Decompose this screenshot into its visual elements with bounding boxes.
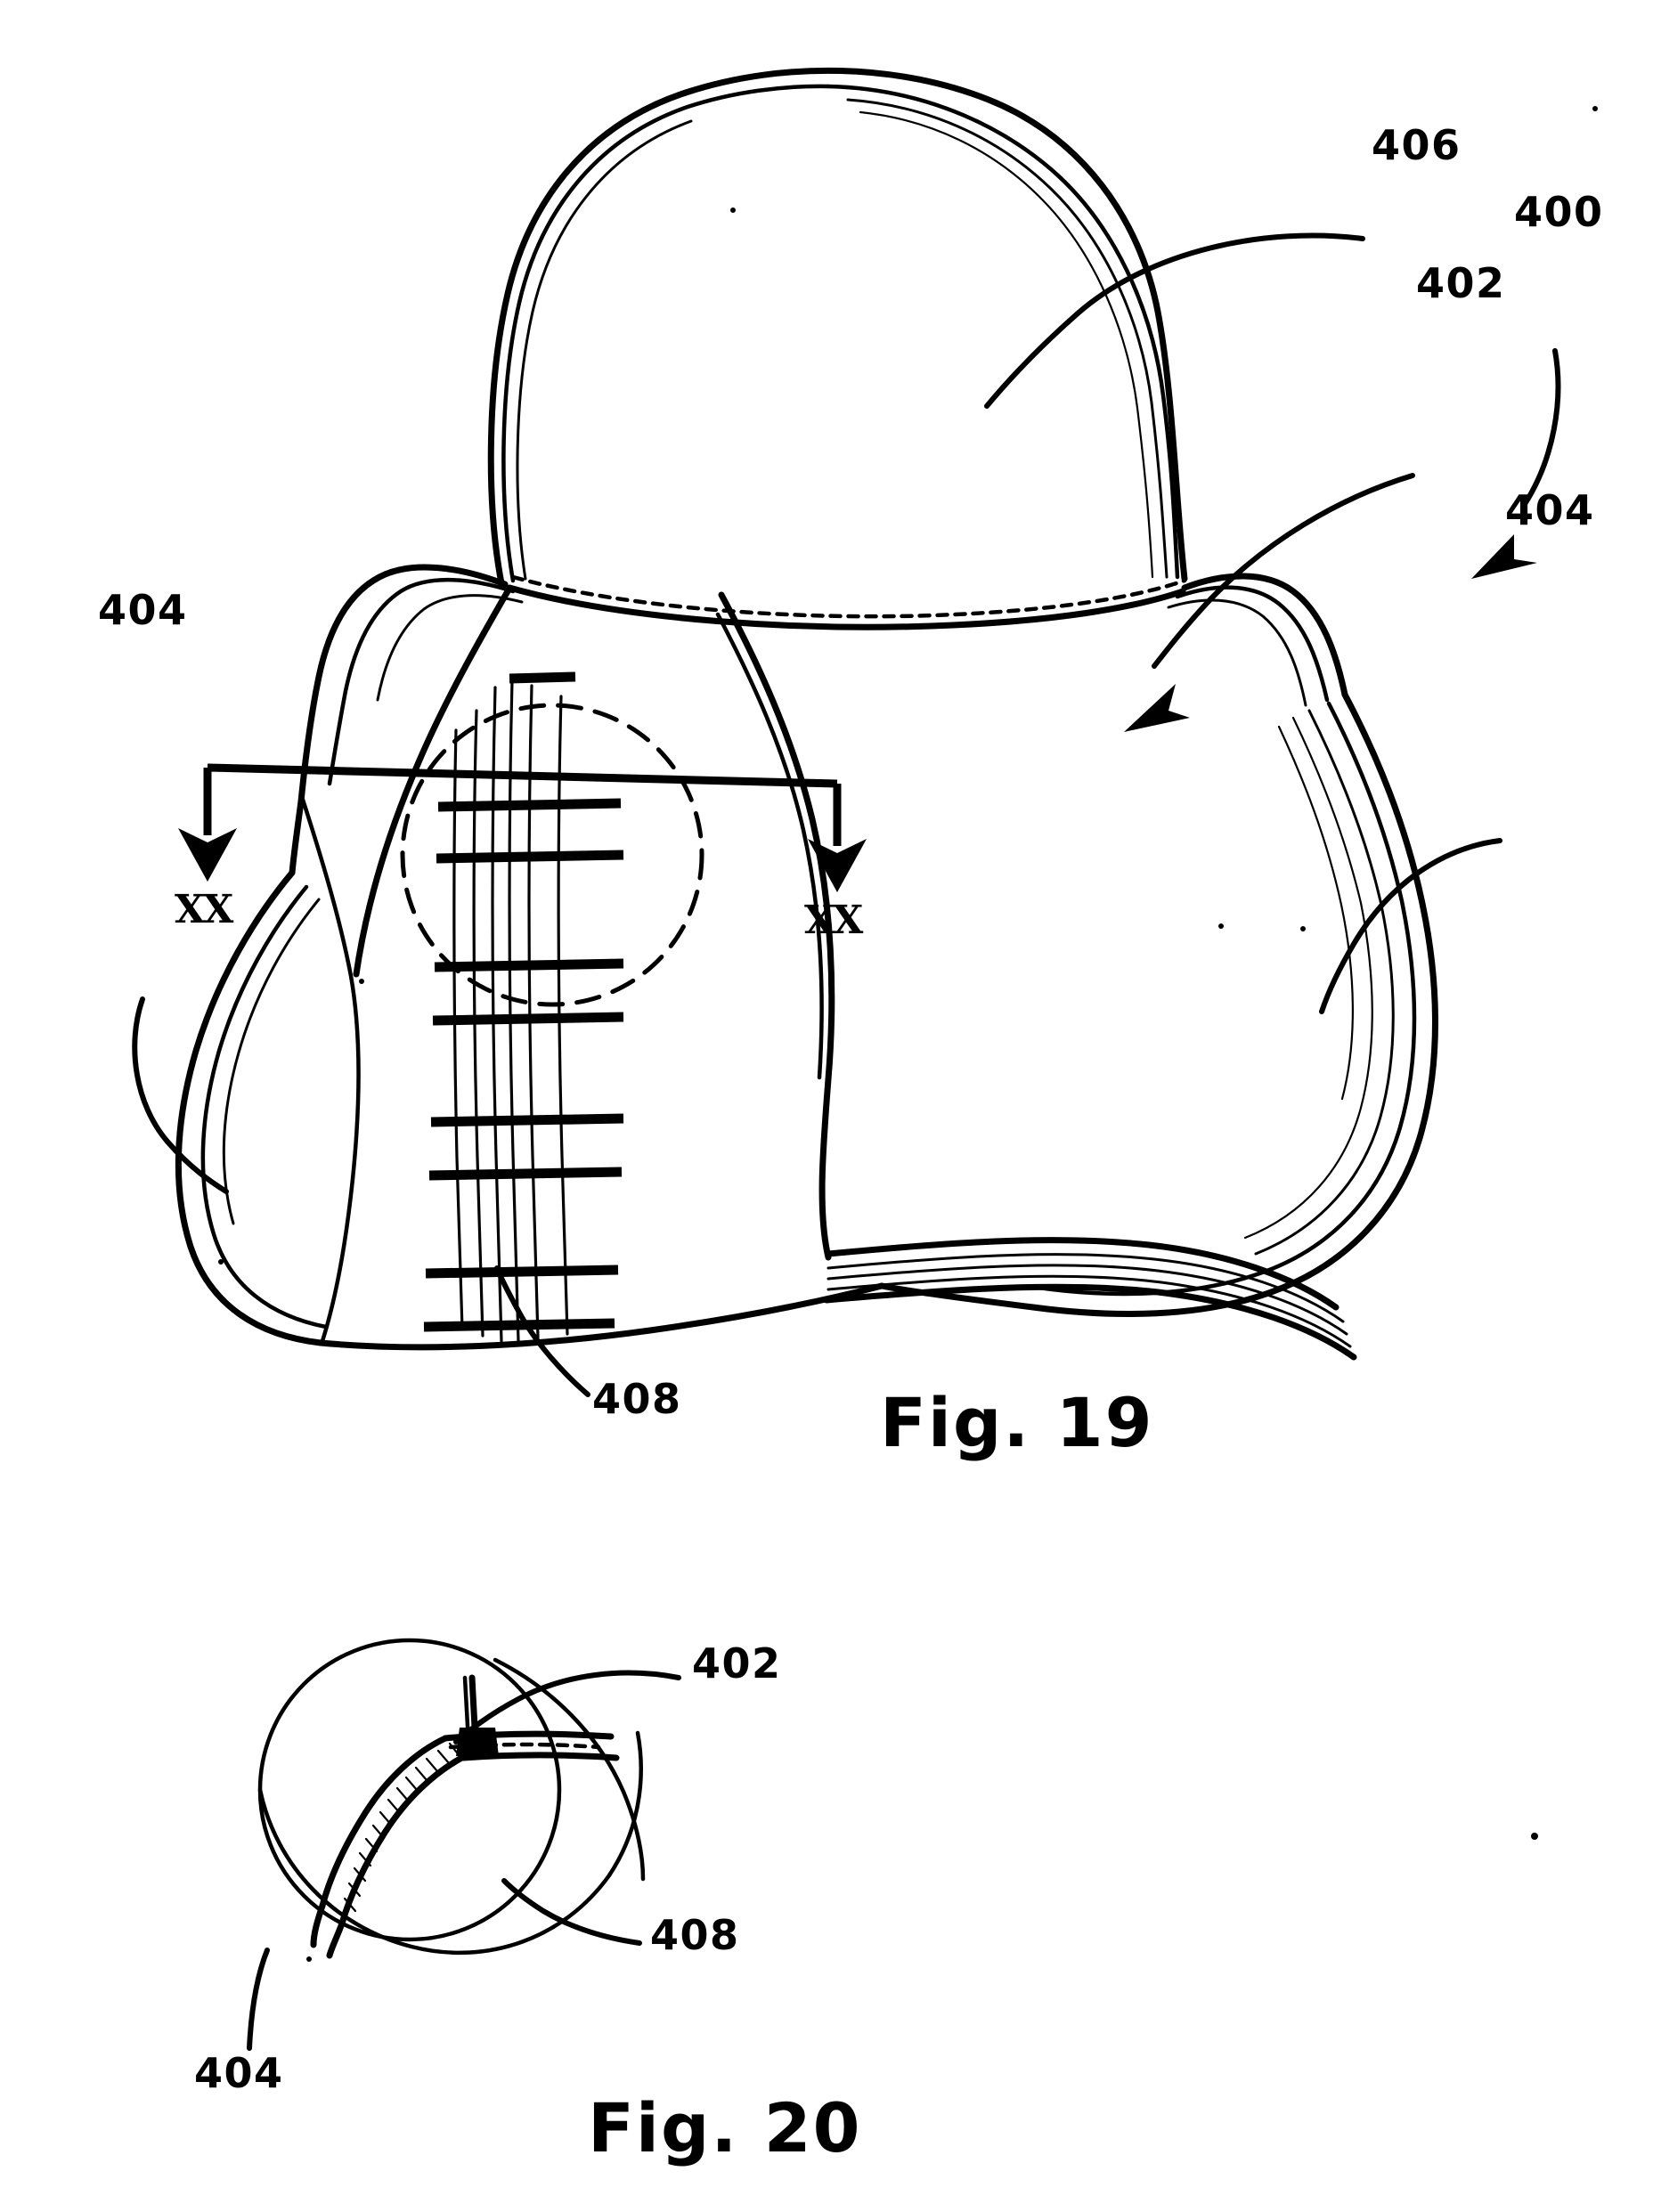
section-marker-right-xx: XX (804, 898, 863, 943)
fig19-neck-roll-body (175, 588, 1438, 1361)
callout-404-right: 404 (1505, 486, 1595, 534)
fig20-detail (257, 1638, 646, 1959)
fig19-section-line-xx (178, 763, 867, 892)
figure-caption-19: Fig. 19 (880, 1383, 1154, 1462)
scan-specks (218, 106, 1598, 1962)
callout-402-fig19: 402 (1416, 259, 1506, 307)
callout-408-fig20: 408 (650, 1911, 740, 1959)
callout-402-fig20: 402 (692, 1639, 782, 1687)
callout-408-fig19: 408 (592, 1375, 682, 1423)
fig20-leaders (247, 1670, 681, 2051)
fig19-helmet-shell (487, 67, 1188, 587)
fig19-lacing-panel (423, 671, 624, 1343)
section-marker-left-xx: XX (175, 887, 233, 932)
callout-406: 406 (1372, 121, 1462, 169)
fig19-shell-base-seam (506, 574, 1187, 630)
callout-400: 400 (1514, 188, 1604, 236)
figure-caption-20: Fig. 20 (588, 2088, 862, 2167)
callout-404-fig20: 404 (194, 2049, 284, 2097)
fig19-detail-circle (400, 703, 704, 1007)
fig19-left-flap (289, 564, 524, 876)
callout-404-left: 404 (98, 586, 188, 634)
fig19-right-flap (1167, 573, 1348, 707)
fig19-leaders (132, 232, 1561, 1397)
